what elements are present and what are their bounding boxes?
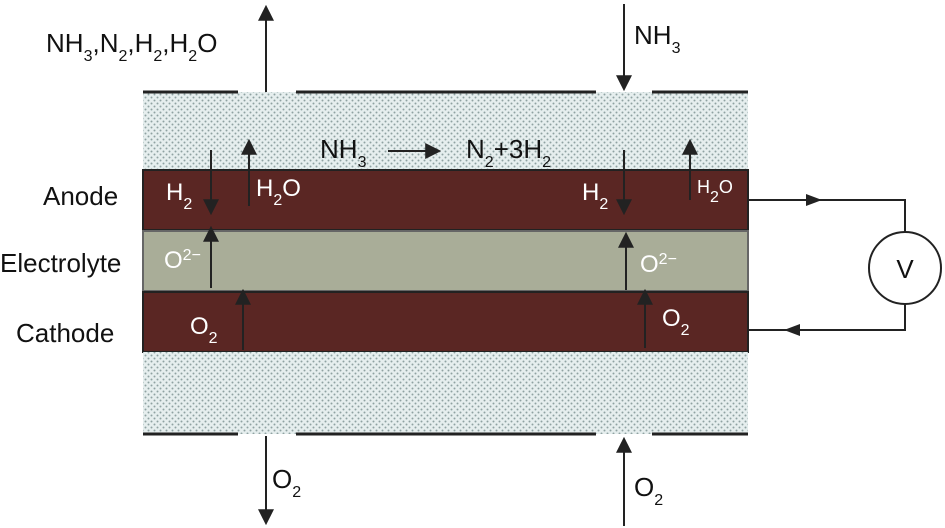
reaction-rhs: N2+3H2 [466,134,551,171]
anode-gas-channel [143,92,748,170]
cathode-outlet-label: O2 [272,464,301,501]
h2-right-label: H2 [582,179,608,213]
o2-left-label: O2 [190,313,218,347]
circuit-arrow-top-icon [806,194,822,206]
electrolyte-layer [142,230,749,292]
cathode-label: Cathode [16,318,114,348]
cathode-layer [142,291,749,353]
anode-outlet-label: NH3,N2,H2,H2O [46,28,217,65]
anode-layer [142,169,749,231]
anode-label: Anode [43,181,118,211]
electrolyte-label: Electrolyte [0,248,121,278]
circuit-arrow-bottom-icon [784,324,800,336]
cathode-gas-channel [143,352,748,434]
o2-right-label: O2 [662,305,690,339]
o2minus-left-label: O2− [164,247,201,275]
h2o-left-label: H2O [256,175,301,209]
anode-inlet-label: NH3 [634,20,681,57]
voltmeter-label: V [896,254,914,284]
reaction-lhs: NH3 [320,134,367,171]
o2minus-right-label: O2− [640,251,677,279]
voltmeter [868,231,942,305]
circuit-wire-bottom [748,300,906,331]
cathode-inlet-label: O2 [634,472,663,509]
circuit-wire-top [748,199,906,240]
h2-left-label: H2 [166,179,192,213]
h2o-right-label: H2O [697,177,733,206]
